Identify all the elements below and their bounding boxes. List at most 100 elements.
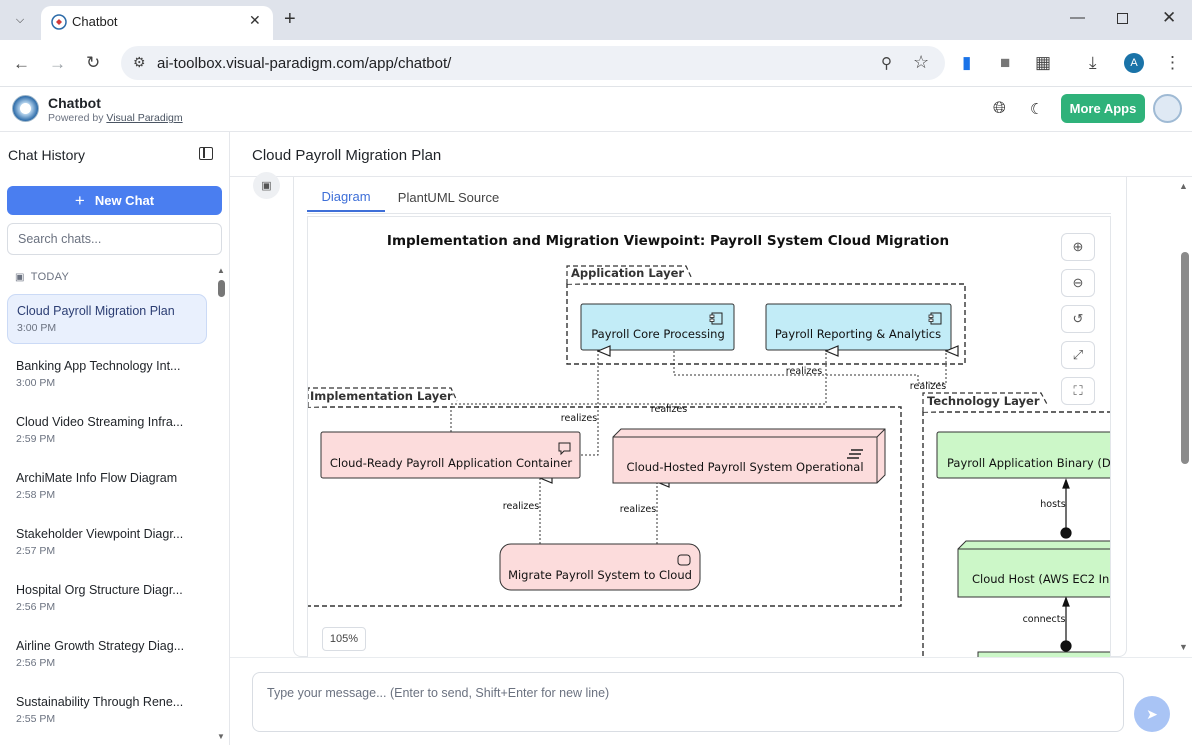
sidebar-scroll-down-icon[interactable]: ▼ xyxy=(217,732,225,741)
edge-label-realizes: realizes xyxy=(561,413,597,424)
visual-paradigm-link[interactable]: Visual Paradigm xyxy=(106,112,183,124)
new-chat-button[interactable]: + New Chat xyxy=(7,186,222,215)
sidebar-title: Chat History xyxy=(8,147,86,163)
history-item[interactable]: Banking App Technology Int... 3:00 PM xyxy=(7,350,207,400)
node-payroll-reporting-analytics: Payroll Reporting & Analytics xyxy=(765,303,952,351)
node-label: Cloud-Hosted Payroll System Operational xyxy=(626,460,863,474)
profile-avatar[interactable]: A xyxy=(1124,53,1144,73)
site-info-icon[interactable]: ⚙ xyxy=(133,54,146,70)
node-label: Cloud-Ready Payroll Application Containe… xyxy=(330,456,573,470)
powered-by: Powered by Visual Paradigm xyxy=(48,112,183,124)
composer-area: ➤ xyxy=(230,657,1192,745)
more-apps-button[interactable]: More Apps xyxy=(1061,94,1145,123)
node-cloud-host: Cloud Host (AWS EC2 In xyxy=(957,540,1110,598)
sidebar-scroll-up-icon[interactable]: ▲ xyxy=(217,266,225,275)
zoom-out-button[interactable]: ⊖ xyxy=(1061,269,1095,297)
window-maximize-icon[interactable] xyxy=(1117,13,1128,24)
title-divider xyxy=(230,176,1192,177)
window-close-icon[interactable]: ✕ xyxy=(1162,8,1177,27)
reload-icon[interactable]: ↻ xyxy=(86,53,101,72)
node-cloud-hosted-operational: Cloud-Hosted Payroll System Operational xyxy=(612,428,886,484)
tabs-divider xyxy=(307,213,1111,214)
dark-mode-moon-icon[interactable]: ☾ xyxy=(1030,101,1044,118)
history-item-time: 2:58 PM xyxy=(16,489,56,501)
node-label: Payroll Reporting & Analytics xyxy=(775,327,941,341)
address-bar[interactable]: ⚙ ai-toolbox.visual-paradigm.com/app/cha… xyxy=(121,46,945,80)
history-item-title: Cloud Payroll Migration Plan xyxy=(17,304,175,318)
app-header: Chatbot Powered by Visual Paradigm 🌐︎ ☾ … xyxy=(0,87,1192,132)
back-arrow-icon[interactable]: ← xyxy=(13,54,30,73)
message-input[interactable] xyxy=(252,672,1124,732)
browser-tab-active[interactable]: Chatbot ✕ xyxy=(41,6,273,40)
tab-close-icon[interactable]: ✕ xyxy=(249,12,261,28)
node-label: Payroll Application Binary (D xyxy=(947,456,1111,470)
send-button[interactable]: ➤ xyxy=(1134,696,1170,732)
search-chats-input[interactable] xyxy=(7,223,222,255)
history-item-time: 2:56 PM xyxy=(16,601,56,613)
new-tab-plus-icon[interactable]: + xyxy=(284,8,296,30)
calendar-icon: ▣ xyxy=(15,272,25,283)
app-title: Chatbot xyxy=(48,95,101,111)
history-item-title: Sustainability Through Rene... xyxy=(16,695,184,709)
node-label: Cloud Host (AWS EC2 In xyxy=(972,572,1109,586)
sidebar-scrollbar-thumb[interactable] xyxy=(218,280,225,297)
history-item-time: 3:00 PM xyxy=(17,322,57,334)
sidebar-toggle-icon[interactable] xyxy=(199,147,213,160)
main-scroll-down-icon[interactable]: ▼ xyxy=(1179,642,1188,652)
download-icon[interactable]: ⤓ xyxy=(1089,53,1097,72)
edge-label-realizes: realizes xyxy=(910,381,946,392)
history-item[interactable]: Airline Growth Strategy Diag... 2:56 PM xyxy=(7,630,207,680)
application-layer-label: Application Layer xyxy=(571,266,684,280)
edge-label-realizes: realizes xyxy=(786,366,822,377)
browser-menu-icon[interactable]: ⋮ xyxy=(1164,53,1181,72)
zoom-magnifier-icon[interactable]: ⚲ xyxy=(881,55,892,72)
new-chat-label: New Chat xyxy=(94,193,155,208)
main-scroll-up-icon[interactable]: ▲ xyxy=(1179,181,1188,191)
language-globe-icon[interactable]: 🌐︎ xyxy=(993,100,1006,117)
history-item[interactable]: Stakeholder Viewpoint Diagr... 2:57 PM xyxy=(7,518,207,568)
extension-docs-icon[interactable]: ▮ xyxy=(962,53,972,72)
history-item[interactable]: Cloud Payroll Migration Plan 3:00 PM xyxy=(7,294,207,344)
visual-paradigm-logo-icon xyxy=(12,95,39,122)
archimate-diagram: Implementation and Migration Viewpoint: … xyxy=(308,233,1111,658)
realization-edges xyxy=(450,351,946,544)
plus-icon: + xyxy=(74,190,85,210)
extension-chat-icon[interactable]: ■ xyxy=(1000,53,1011,72)
bot-avatar-icon[interactable] xyxy=(1153,94,1182,123)
window-minimize-icon[interactable]: — xyxy=(1070,9,1085,26)
tab-plantuml-source[interactable]: PlantUML Source xyxy=(397,189,500,205)
extensions-puzzle-icon[interactable]: ▦ xyxy=(1035,53,1052,72)
tab-diagram[interactable]: Diagram xyxy=(307,182,385,212)
history-item-time: 2:55 PM xyxy=(16,713,56,725)
technology-edges xyxy=(1060,478,1072,652)
history-item[interactable]: ArchiMate Info Flow Diagram 2:58 PM xyxy=(7,462,207,512)
node-label: Payroll Core Processing xyxy=(591,327,725,341)
history-item-title: Hospital Org Structure Diagr... xyxy=(16,583,183,597)
forward-arrow-icon[interactable]: → xyxy=(49,54,66,73)
history-item-title: Banking App Technology Int... xyxy=(16,359,181,373)
history-item[interactable]: Cloud Video Streaming Infra... 2:59 PM xyxy=(7,406,207,456)
conversation-title: Cloud Payroll Migration Plan xyxy=(252,147,442,164)
node-payroll-core-processing: Payroll Core Processing xyxy=(580,303,735,351)
history-item[interactable]: Sustainability Through Rene... 2:55 PM xyxy=(7,686,207,736)
bot-message-robot-icon: ▣ xyxy=(253,172,280,199)
application-layer-group: Application Layer xyxy=(566,265,966,365)
zoom-in-button[interactable]: ⊕ xyxy=(1061,233,1095,261)
technology-layer-group: Technology Layer xyxy=(922,392,1110,658)
history-item-title: Stakeholder Viewpoint Diagr... xyxy=(16,527,184,541)
implementation-layer-label: Implementation Layer xyxy=(310,389,453,403)
tab-search-chevron-icon[interactable]: ⌵ xyxy=(15,13,25,26)
url-text[interactable]: ai-toolbox.visual-paradigm.com/app/chatb… xyxy=(157,55,452,72)
reset-view-button[interactable]: ↺ xyxy=(1061,305,1095,333)
main-scrollbar-thumb[interactable] xyxy=(1181,252,1189,464)
fullscreen-button[interactable]: ⛶ xyxy=(1061,377,1095,405)
chatbot-favicon-icon xyxy=(51,14,67,30)
send-paper-plane-icon: ➤ xyxy=(1146,705,1158,722)
browser-toolbar: ← → ↻ ⚙ ai-toolbox.visual-paradigm.com/a… xyxy=(0,40,1192,87)
edge-label-realizes: realizes xyxy=(503,501,539,512)
diagram-viewer[interactable]: Implementation and Migration Viewpoint: … xyxy=(307,216,1111,658)
history-item[interactable]: Hospital Org Structure Diagr... 2:56 PM xyxy=(7,574,207,624)
node-technology-partial xyxy=(977,651,1110,658)
fit-to-screen-button[interactable]: ⤢ xyxy=(1061,341,1095,369)
bookmark-star-icon[interactable]: ☆ xyxy=(913,52,930,72)
